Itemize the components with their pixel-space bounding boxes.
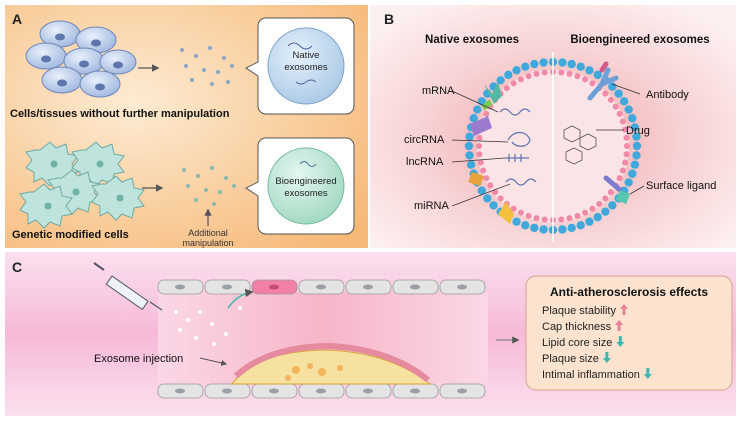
effect-item: Intimal inflammation: [542, 369, 640, 381]
effect-item: Cap thickness: [542, 321, 612, 333]
effect-item: Lipid core size: [542, 337, 612, 349]
panel-c: C Exosome injection Anti-atheros: [5, 252, 736, 416]
surface-ligand-icon: [603, 175, 630, 204]
bio-title: Bioengineered exosomes: [570, 34, 709, 46]
native-bubble-line2: exosomes: [284, 62, 328, 73]
effect-item: Plaque stability: [542, 305, 616, 317]
syringe-icon: [93, 262, 163, 311]
injected-exosome-dots: [174, 306, 242, 346]
rna-squiggle-icon: [299, 161, 317, 167]
effect-item: Plaque size: [542, 353, 599, 365]
effects-box: [525, 275, 733, 391]
down-arrow-icon: [602, 352, 611, 363]
antibody-icon: [587, 61, 619, 101]
panel-b: B Native exosomes Bioengineered exosomes: [370, 5, 736, 248]
row2-label: Genetic modified cells: [12, 229, 129, 241]
label-mirna: miRNA: [414, 200, 449, 212]
label-mrna: mRNA: [422, 85, 455, 97]
injection-label: Exosome injection: [94, 353, 183, 365]
down-arrow-icon: [616, 336, 625, 347]
exosome-uptake-arrow: [227, 288, 254, 309]
rna-squiggle-icon: [295, 79, 317, 85]
panel-c-letter: C: [12, 259, 22, 275]
endothelium-bottom: [157, 383, 486, 399]
panel-a: A Native e: [5, 5, 368, 248]
additional-line2: manipulation: [182, 238, 233, 248]
exosome-dots-2: [182, 166, 236, 206]
label-circrna: circRNA: [404, 134, 445, 146]
rna-cargo: [499, 108, 537, 186]
native-title: Native exosomes: [425, 34, 519, 46]
up-arrow-icon: [620, 304, 628, 315]
additional-line1: Additional: [188, 228, 228, 238]
up-arrow-icon: [615, 320, 624, 331]
native-exosome-sphere: [267, 27, 345, 105]
lipid-core: [285, 363, 343, 381]
injection-arrow: [199, 357, 228, 366]
row1-label: Cells/tissues without further manipulati…: [10, 108, 230, 120]
down-arrow-icon: [643, 368, 652, 379]
bioengineered-exosome-sphere: [267, 147, 345, 225]
membrane-protein-icon: [468, 82, 514, 224]
native-bubble-line1: Native: [293, 50, 320, 61]
panel-b-letter: B: [384, 11, 394, 27]
bio-bubble-line2: exosomes: [284, 188, 328, 199]
exosome-dots-1: [180, 46, 234, 86]
endothelium-top: [157, 279, 486, 295]
bio-bubble-line1: Bioengineered: [275, 176, 336, 187]
drug-molecule-icon: [563, 125, 597, 165]
label-drug: Drug: [626, 125, 650, 137]
label-surface-ligand: Surface ligand: [646, 180, 716, 192]
fibrous-cap: [233, 342, 430, 383]
effects-title: Anti-atherosclerosis effects: [550, 285, 708, 299]
label-antibody: Antibody: [646, 89, 689, 101]
panel-a-letter: A: [12, 11, 22, 27]
label-lncrna: lncRNA: [406, 156, 444, 168]
rna-squiggle-icon: [287, 42, 313, 50]
